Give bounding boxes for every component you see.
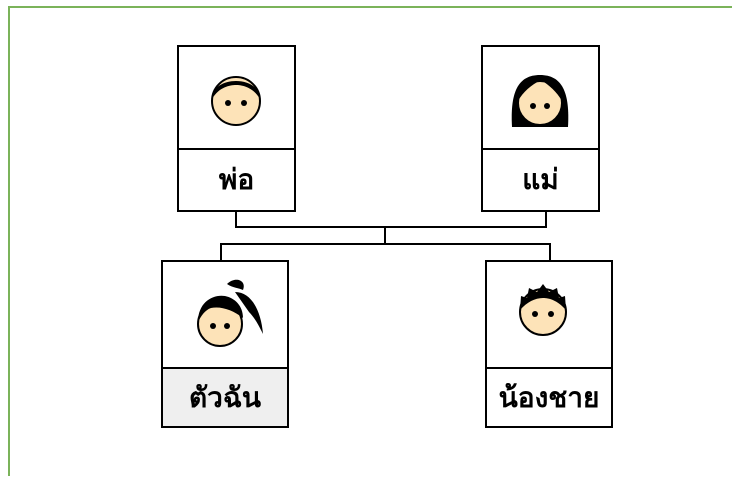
brother-label: น้องชาย bbox=[498, 380, 600, 414]
brother-portrait bbox=[487, 262, 611, 369]
girl-ponytail-face-icon bbox=[197, 279, 263, 347]
me-portrait bbox=[163, 262, 287, 369]
brother-card: น้องชาย bbox=[485, 260, 613, 428]
content-frame bbox=[8, 6, 732, 476]
girl-long-hair-face-icon bbox=[511, 75, 569, 127]
boy-spiky-hair-face-icon bbox=[519, 284, 567, 336]
me-card: ตัวฉัน bbox=[161, 260, 289, 428]
father-card: พ่อ bbox=[177, 45, 296, 212]
mother-card: แม่ bbox=[481, 45, 600, 212]
boy-face-icon bbox=[211, 76, 261, 126]
father-portrait bbox=[179, 47, 294, 150]
mother-portrait bbox=[483, 47, 598, 150]
mother-label: แม่ bbox=[522, 163, 559, 196]
me-label: ตัวฉัน bbox=[163, 369, 287, 426]
father-label: พ่อ bbox=[218, 163, 255, 196]
